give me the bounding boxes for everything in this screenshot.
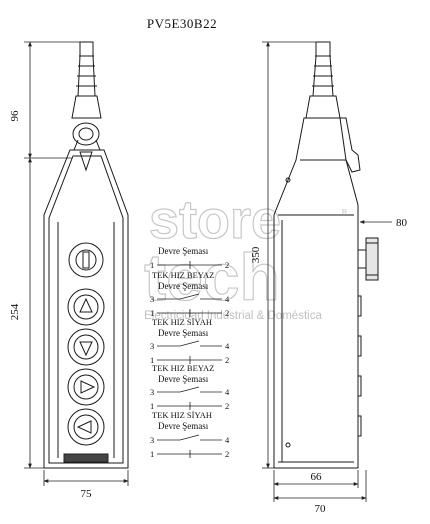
circuit-color-label: TEK HIZ SİYAH — [152, 410, 212, 420]
terminal-label: 3 — [150, 435, 154, 445]
side-hook — [340, 117, 361, 173]
terminal-label: 1 — [150, 260, 154, 270]
terminal-label: 4 — [225, 341, 230, 351]
contact-switch — [179, 386, 200, 393]
side-housing — [273, 117, 359, 469]
terminal-label: 3 — [150, 341, 154, 351]
terminal-label: 4 — [225, 387, 230, 397]
front-hook-ring — [72, 122, 100, 146]
front-view — [43, 41, 129, 469]
side-cable-gland — [305, 41, 341, 119]
side-estop-button — [357, 237, 379, 281]
front-button-3 — [67, 368, 105, 406]
terminal-label: 2 — [225, 308, 229, 318]
dim-front-body: 254 — [9, 303, 21, 320]
terminal-label: 4 — [225, 435, 230, 445]
terminal-label: 1 — [150, 308, 154, 318]
circuit-color-label: TEK HIZ BEYAZ — [152, 363, 214, 373]
watermark-tech: tech — [144, 240, 280, 314]
front-bottom-grip — [63, 453, 109, 463]
dim-side-total: 70 — [315, 503, 327, 515]
side-dimensions — [262, 41, 392, 502]
contact-switch — [179, 340, 200, 347]
front-key-switch — [68, 242, 104, 278]
terminal-label: 4 — [225, 294, 230, 304]
terminal-label: 1 — [150, 449, 154, 459]
circuit-color-label: TEK HIZ BEYAZ — [152, 270, 214, 280]
terminal-label: 2 — [225, 260, 229, 270]
terminal-label: 2 — [225, 449, 229, 459]
front-housing — [43, 149, 129, 469]
circuit-schema-label: Devre Şeması — [158, 281, 209, 291]
model-title: PV5E30B22 — [147, 16, 217, 31]
dim-front-width: 75 — [81, 488, 93, 500]
circuit-schema-label: Devre Şeması — [158, 374, 209, 384]
front-dimensions — [24, 41, 129, 486]
circuit-schema-label: Devre Şeması — [158, 421, 209, 431]
dim-side-depth: 66 — [311, 471, 323, 483]
contact-switch — [179, 293, 200, 300]
dim-side-button: 80 — [396, 217, 408, 229]
terminal-label: 2 — [225, 355, 229, 365]
front-button-1 — [67, 288, 105, 326]
terminal-label: 3 — [150, 294, 154, 304]
watermark-store: store — [149, 190, 281, 250]
dim-side-height: 350 — [250, 246, 262, 263]
terminal-label: 3 — [150, 387, 154, 397]
circuit-schema-label: Devre Şeması — [158, 246, 209, 256]
watermark: store tech Electricidad Industrial & Dom… — [144, 189, 348, 322]
circuit-schema-label: Devre Şeması — [158, 328, 209, 338]
terminal-label: 2 — [225, 401, 229, 411]
front-cable-gland — [71, 41, 102, 119]
terminal-label: 1 — [150, 401, 154, 411]
front-button-2 — [67, 328, 105, 366]
side-view — [273, 41, 379, 469]
dim-front-top: 96 — [9, 110, 21, 122]
circuit-color-label: TEK HIZ SİYAH — [152, 317, 212, 327]
contact-switch — [179, 434, 200, 441]
front-button-4 — [67, 408, 105, 446]
terminal-label: 1 — [150, 355, 154, 365]
watermark-mark: R — [342, 209, 347, 216]
